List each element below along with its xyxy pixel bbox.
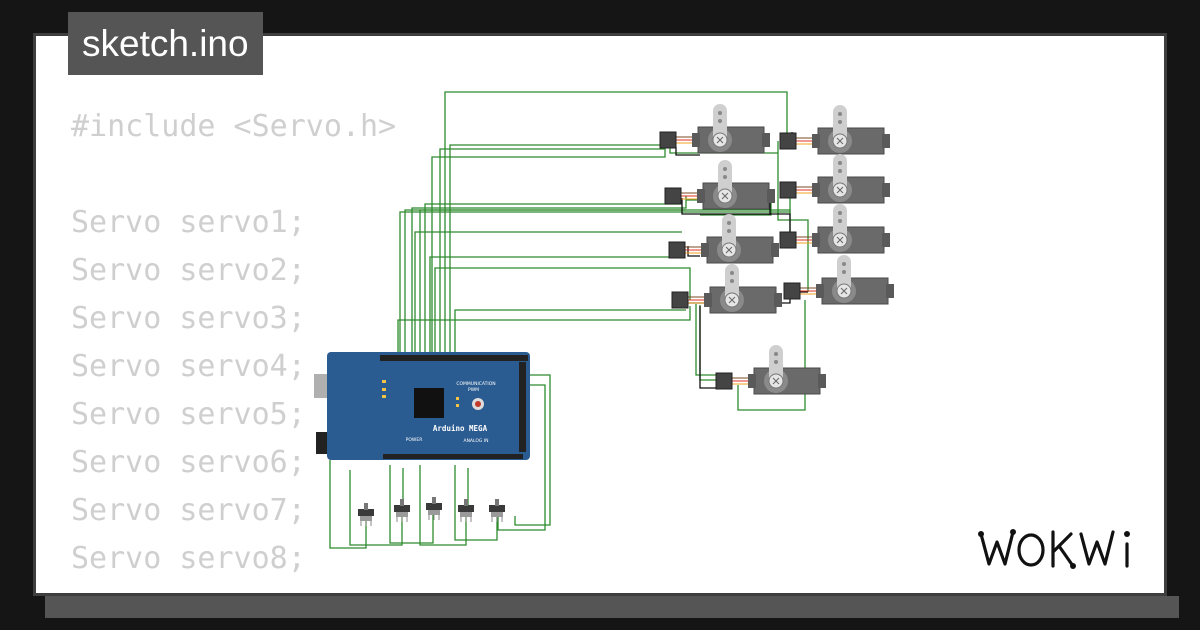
code-line: Servo servo1; — [71, 205, 306, 240]
slide-switch-4[interactable] — [457, 498, 475, 523]
wokwi-logo — [975, 522, 1153, 581]
servo-9[interactable] — [715, 344, 827, 395]
slide-switch-3[interactable] — [425, 496, 443, 521]
project-card: #include <Servo.h> Servo servo1; Servo ser… — [33, 33, 1167, 596]
code-line: Servo servo6; — [71, 445, 306, 480]
code-line: #include <Servo.h> — [71, 109, 397, 144]
slide-switch-2[interactable] — [393, 498, 411, 523]
board-label: Arduino MEGA — [433, 424, 488, 433]
wokwi-logo-icon — [978, 529, 1130, 569]
code-line: Servo servo3; — [71, 301, 306, 336]
card-shadow — [45, 596, 1179, 618]
servo-2[interactable] — [664, 159, 776, 210]
servo-5[interactable] — [779, 104, 891, 155]
arduino-mega-board[interactable]: Arduino MEGA COMMUNICATION PWM ANALOG IN… — [314, 352, 530, 460]
code-line: Servo servo4; — [71, 349, 306, 384]
servo-3[interactable] — [668, 213, 780, 264]
board-power-label: POWER — [406, 437, 423, 443]
code-editor: #include <Servo.h> Servo servo1; Servo ser… — [71, 103, 397, 593]
slide-switch-1[interactable] — [357, 502, 375, 527]
servo-4[interactable] — [671, 263, 783, 314]
code-line: Servo servo9; — [71, 583, 396, 593]
code-line: Servo servo8; — [71, 541, 306, 576]
board-comm-label: COMMUNICATION — [456, 381, 495, 387]
wires — [329, 91, 809, 549]
servo-7[interactable] — [779, 203, 891, 254]
servo-8[interactable] — [783, 254, 895, 305]
code-line: Servo servo7; — [71, 493, 306, 528]
board-pwm-label: PWM — [468, 387, 479, 393]
code-line: Servo servo2; — [71, 253, 306, 288]
slide-switch-5[interactable] — [488, 498, 506, 523]
board-analog-label: ANALOG IN — [463, 438, 488, 444]
servo-1[interactable] — [659, 103, 771, 154]
file-tab[interactable]: sketch.ino — [68, 12, 263, 75]
code-line: Servo servo5; — [71, 397, 306, 432]
servo-6[interactable] — [779, 153, 891, 204]
